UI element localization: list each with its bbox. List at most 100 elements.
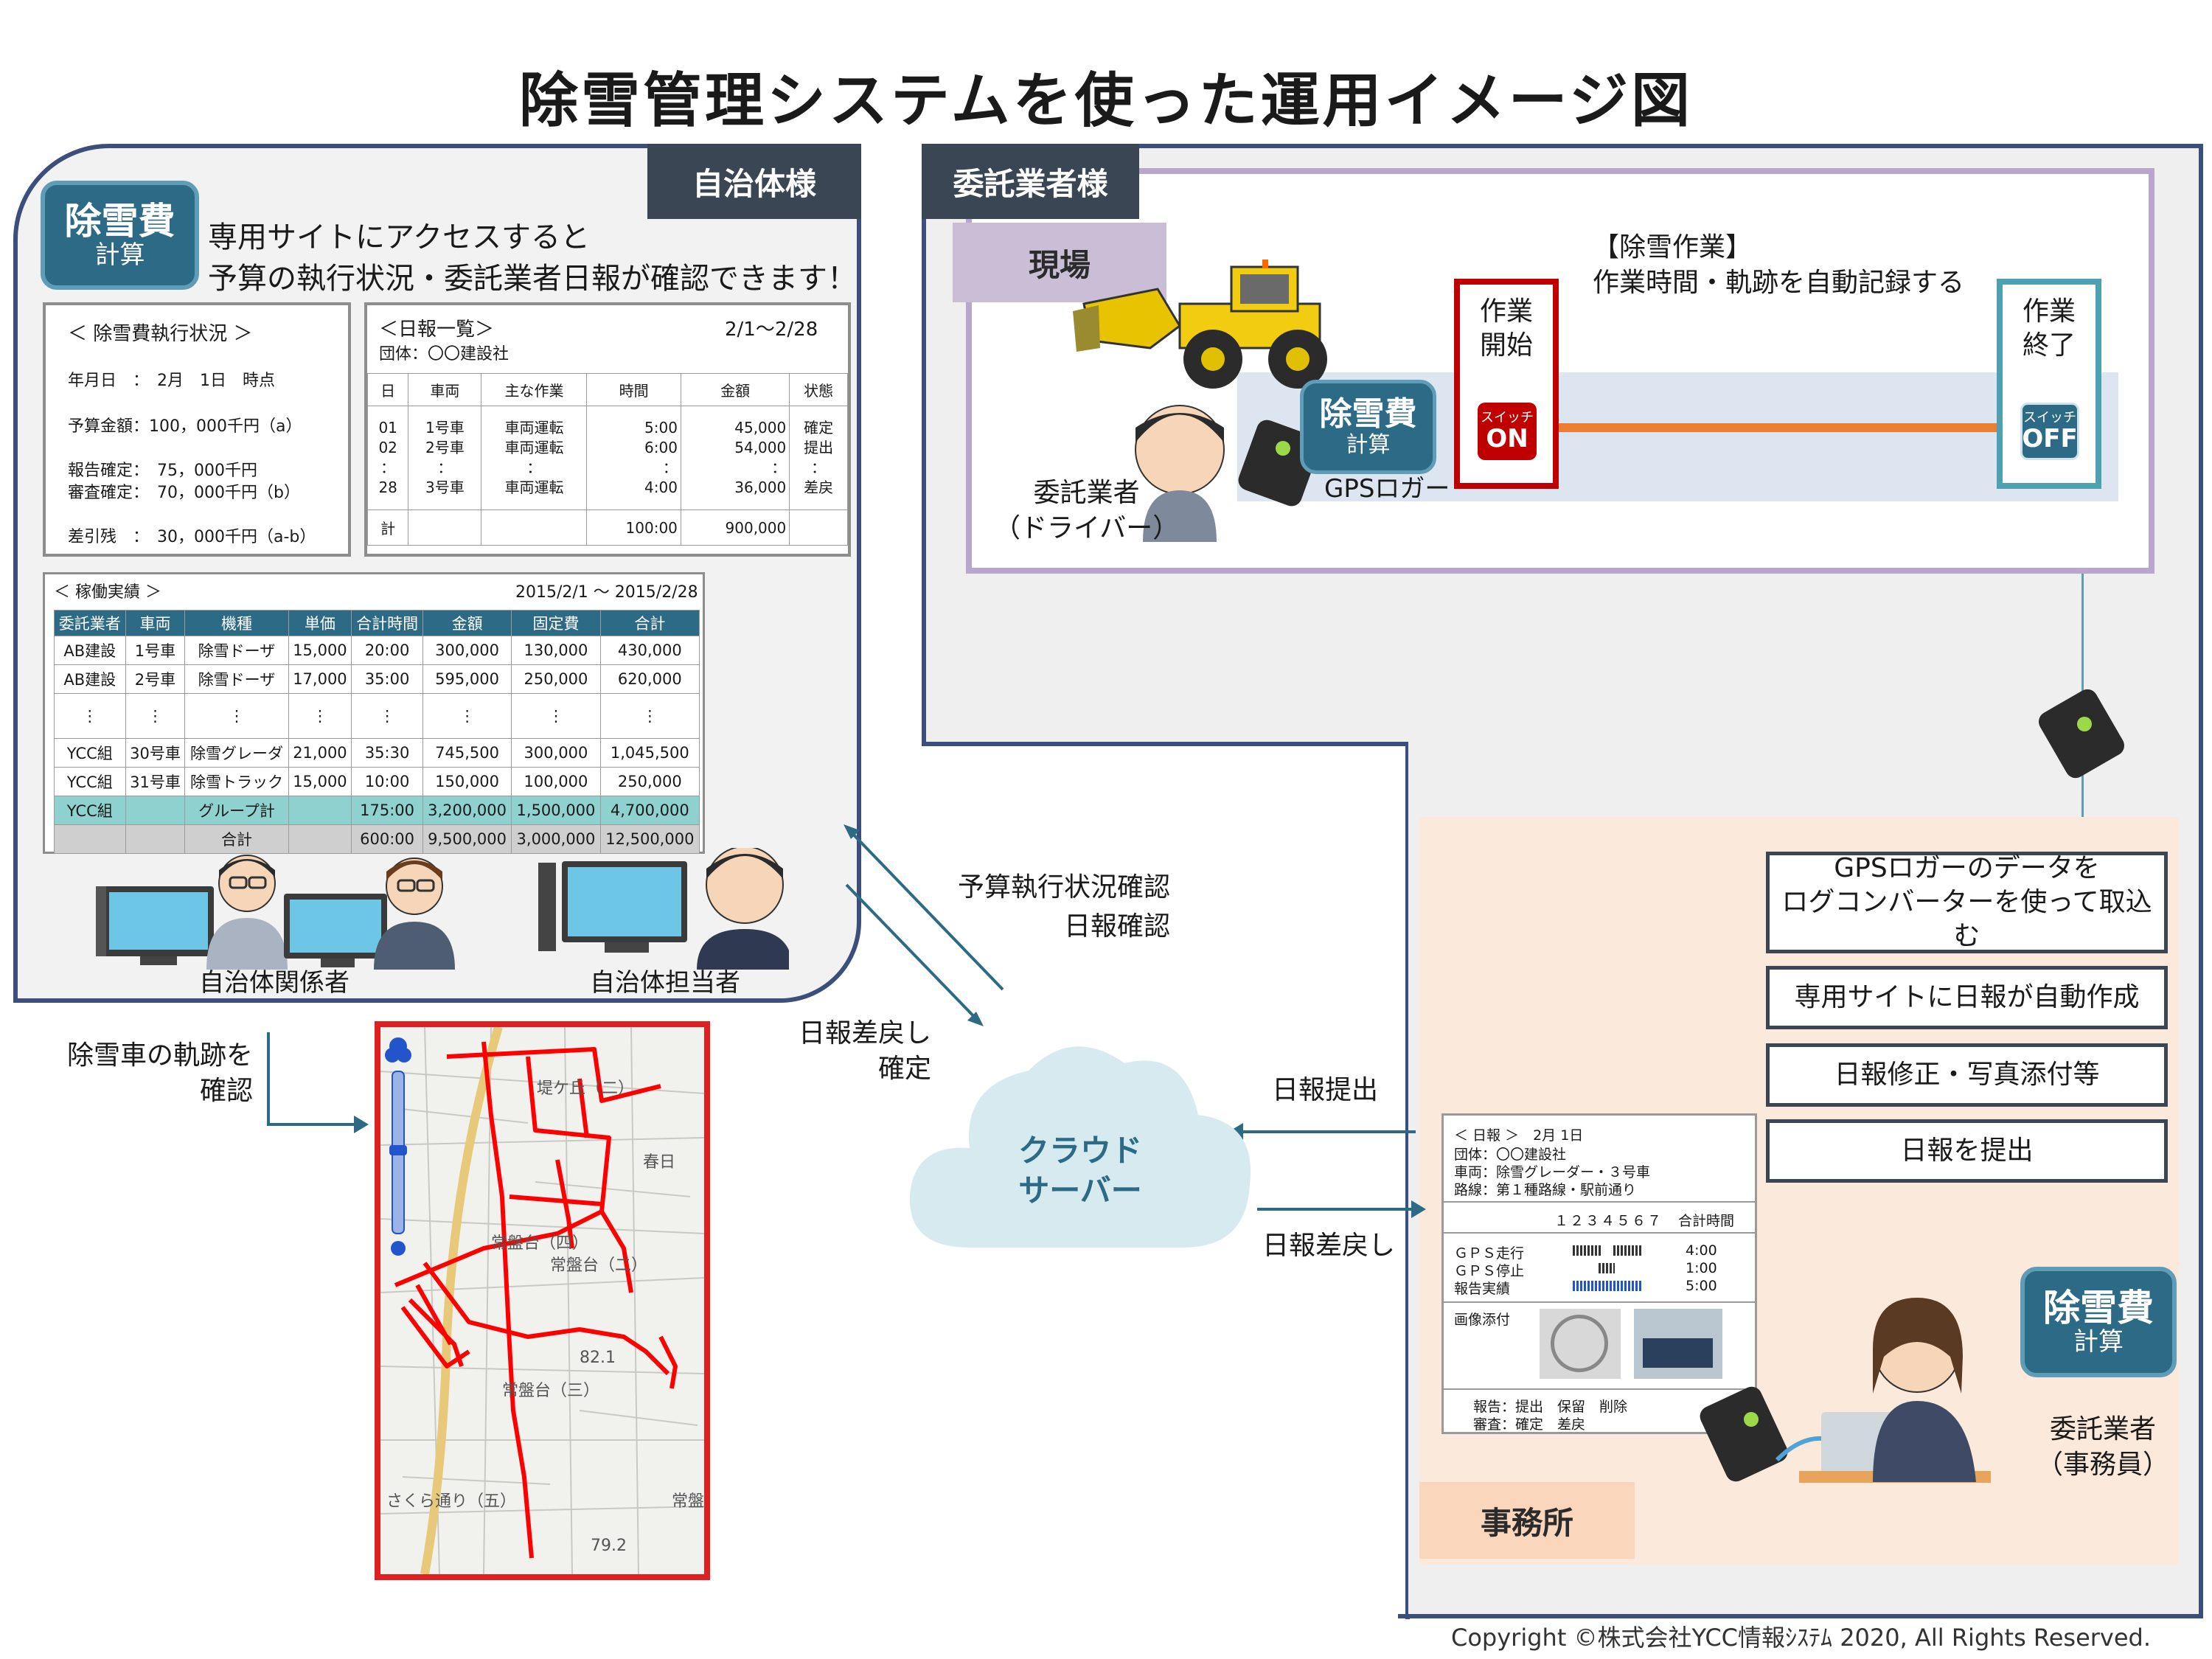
- ops-cell: [125, 796, 186, 825]
- daily-header: 状態: [789, 373, 848, 406]
- ops-cell: [288, 824, 352, 854]
- daily-total-cell: 900,000: [680, 509, 790, 546]
- site-tab: 現場: [953, 223, 1166, 302]
- ops-header: 機種: [184, 610, 289, 636]
- budget-row: 予算金額：100，000千円（a）: [68, 417, 302, 436]
- ops-cell: 20:00: [351, 636, 423, 665]
- divider: [1444, 1388, 1755, 1390]
- ops-cell: 300,000: [511, 738, 601, 768]
- gps-run-bar: [1613, 1245, 1643, 1256]
- cloud-server-label: クラウド サーバー: [1018, 1133, 1142, 1208]
- report-value: 5:00: [1686, 1278, 1717, 1294]
- gps-run-bar: [1573, 1245, 1602, 1256]
- map-label: 82.1: [580, 1349, 616, 1367]
- step-edit-photo: 日報修正・写真添付等: [1766, 1043, 2168, 1107]
- ops-cell: 17,000: [288, 664, 352, 694]
- daily-list-title: ＜日報一覧＞: [379, 319, 495, 341]
- map-label: 常盤台（二）: [550, 1256, 647, 1275]
- map-caption-line2: 確認: [199, 1076, 253, 1106]
- daily-cell: 確定提出：差戻: [789, 406, 848, 510]
- ops-header: 車両: [125, 610, 186, 636]
- daily-report-list-card: ＜日報一覧＞ 2/1～2/28 団体：〇〇建設社 日 車両 主な作業 時間 金額…: [364, 302, 851, 557]
- flow-label-return: 日報差戻し: [1262, 1231, 1396, 1261]
- ops-header: 委託業者: [54, 610, 126, 636]
- budget-status-card: ＜ 除雪費執行状況 ＞ 年月日 ： 2月 1日 時点 予算金額：100，000千…: [43, 302, 351, 557]
- map-caption: 除雪車の軌跡を 確認: [63, 1038, 253, 1109]
- person-icon: [697, 848, 789, 970]
- cloud-server-icon: [910, 1046, 1251, 1248]
- ops-cell: 合計: [184, 824, 289, 854]
- ops-header: 単価: [288, 610, 352, 636]
- switch-off-button[interactable]: スイッチ OFF: [2020, 403, 2079, 460]
- gps-logger-label: GPSロガー: [1324, 474, 1450, 504]
- ops-cell: [288, 796, 352, 825]
- ops-cell: 10:00: [351, 767, 423, 796]
- wheel-loader-icon: [1073, 260, 1327, 389]
- daily-total-cell: [408, 509, 482, 546]
- label-municipal-related: 自治体関係者: [199, 968, 349, 998]
- flow-label-return-confirm: 日報差戻し 確定: [798, 1018, 931, 1084]
- intro-line2: 予算の執行状況・委託業者日報が確認できます！: [208, 262, 857, 296]
- ops-cell: ⋮: [351, 693, 423, 739]
- report-actual-bar: [1573, 1281, 1643, 1291]
- ops-cell: 30号車: [125, 738, 186, 768]
- ops-cell: 除雪グレーダ: [184, 738, 289, 768]
- report-row-label: 報告実績: [1454, 1281, 1511, 1297]
- ops-cell: 430,000: [599, 636, 700, 665]
- ops-cell: 除雪トラック: [184, 767, 289, 796]
- snowplow-track-map: 堤ケ丘（二） 春日 常盤台（四） 常盤台（三） 常盤台（二） 常盤台（一） さく…: [375, 1021, 710, 1580]
- ops-cell: AB建設: [54, 636, 126, 665]
- map-label: 堤ケ丘（二）: [537, 1079, 634, 1098]
- daily-header: 日: [366, 373, 409, 406]
- computer-icon: [284, 894, 387, 967]
- switch-on-button[interactable]: スイッチ ON: [1478, 403, 1537, 460]
- ops-cell: 31号車: [125, 767, 186, 796]
- step-import-gps: GPSロガーのデータを ログコンバーターを使って取込む: [1766, 852, 2168, 953]
- ops-cell: 15,000: [288, 636, 352, 665]
- report-total-label: 合計時間: [1678, 1213, 1735, 1229]
- map-label: 79.2: [591, 1537, 627, 1555]
- ops-cell: 除雪ドーザ: [184, 636, 289, 665]
- ops-cell: 35:00: [351, 664, 423, 694]
- ops-cell: ⋮: [54, 693, 126, 739]
- ops-cell: 9,500,000: [422, 824, 512, 854]
- ops-cell: 12,500,000: [599, 824, 700, 854]
- ops-cell: 175:00: [351, 796, 423, 825]
- daily-header: 主な作業: [481, 373, 588, 406]
- contractor-tab: 委託業者様: [922, 144, 1139, 219]
- ops-cell: 15,000: [288, 767, 352, 796]
- report-action-line: 報告：提出 保留 削除: [1473, 1399, 1628, 1415]
- ops-cell: グループ計: [184, 796, 289, 825]
- ops-cell: 150,000: [422, 767, 512, 796]
- ops-cell: 250,000: [511, 664, 601, 694]
- budget-row: 差引残 ： 30，000千円（a-b）: [68, 528, 316, 546]
- site-snow-cost-badge: 除雪費 計算: [1300, 380, 1436, 474]
- map-label: 常盤台（四）: [491, 1234, 588, 1253]
- step-submit-report: 日報を提出: [1766, 1119, 2168, 1183]
- work-end-box: 作業 終了 スイッチ OFF: [1997, 279, 2101, 489]
- zoom-control-icon: [385, 1037, 411, 1256]
- map-label: さくら通り（五）: [386, 1492, 516, 1511]
- ops-cell: 1号車: [125, 636, 186, 665]
- budget-row: 年月日 ： 2月 1日 時点: [68, 372, 275, 390]
- intro-line1: 専用サイトにアクセスすると: [208, 220, 590, 254]
- ops-cell: [54, 824, 126, 854]
- ops-header: 金額: [422, 610, 512, 636]
- ops-cell: 3,000,000: [511, 824, 601, 854]
- ops-cell: 595,000: [422, 664, 512, 694]
- map-arrow: [267, 1032, 369, 1133]
- report-route: 路線：第１種路線・駅前通り: [1454, 1182, 1637, 1198]
- ops-cell: 1,500,000: [511, 796, 601, 825]
- divider: [1444, 1201, 1755, 1203]
- ops-cell: ⋮: [184, 693, 289, 739]
- gps-logger-icon: [2039, 689, 2124, 779]
- budget-row: 審査確定： 70，000千円（b）: [68, 484, 300, 502]
- ops-header: 固定費: [511, 610, 601, 636]
- daily-header: 時間: [586, 373, 681, 406]
- snow-cost-badge: 除雪費 計算: [41, 181, 199, 290]
